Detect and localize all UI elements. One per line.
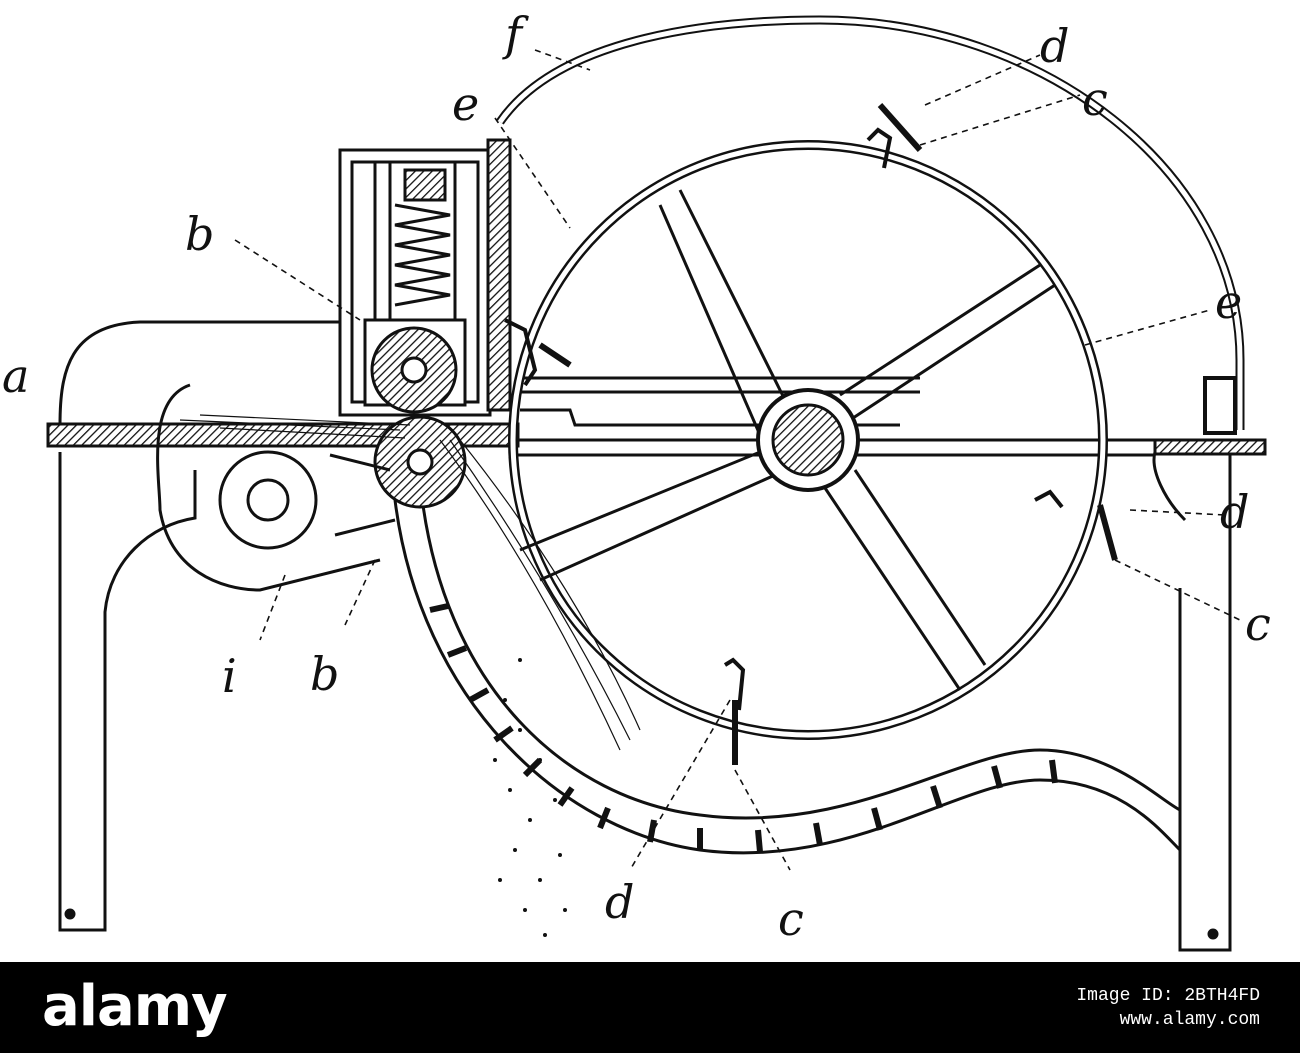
machine-cross-section: a b b c c c d d d e e f i: [2, 7, 1271, 952]
spring-housing: [338, 138, 512, 417]
label-b-lower: b: [310, 647, 339, 701]
label-c-top: c: [1082, 72, 1108, 126]
drum-cylinder: [508, 140, 1108, 740]
driving-gear: [156, 383, 396, 592]
label-d-top: d: [1040, 19, 1069, 73]
drum-teeth: [504, 103, 1237, 765]
site-url: www.alamy.com: [1119, 1010, 1260, 1030]
part-labels: a b b c c c d d d e e f i: [2, 7, 1271, 946]
label-d-bottom: d: [605, 875, 634, 929]
label-d-right: d: [1220, 485, 1249, 539]
leader-lines: [234, 49, 1241, 871]
label-e-upper: e: [452, 77, 479, 131]
fibre-stream: [179, 414, 641, 751]
label-a: a: [2, 349, 29, 403]
concave-grate: [393, 479, 1182, 855]
label-i: i: [222, 649, 237, 703]
label-b-upper: b: [185, 207, 214, 261]
watermark-bar: alamy Image ID: 2BTH4FD www.alamy.com: [0, 962, 1300, 1053]
diagram-figure: a b b c c c d d d e e f i: [2, 7, 1271, 952]
label-f: f: [502, 7, 529, 61]
label-c-bottom: c: [778, 892, 804, 946]
label-e-right: e: [1215, 275, 1242, 329]
watermark-logo: alamy: [42, 974, 228, 1039]
dust-particles: [493, 658, 567, 937]
machine-frame: [58, 451, 1232, 952]
label-c-right: c: [1245, 597, 1271, 651]
image-id-label: Image ID: 2BTH4FD: [1076, 986, 1260, 1006]
